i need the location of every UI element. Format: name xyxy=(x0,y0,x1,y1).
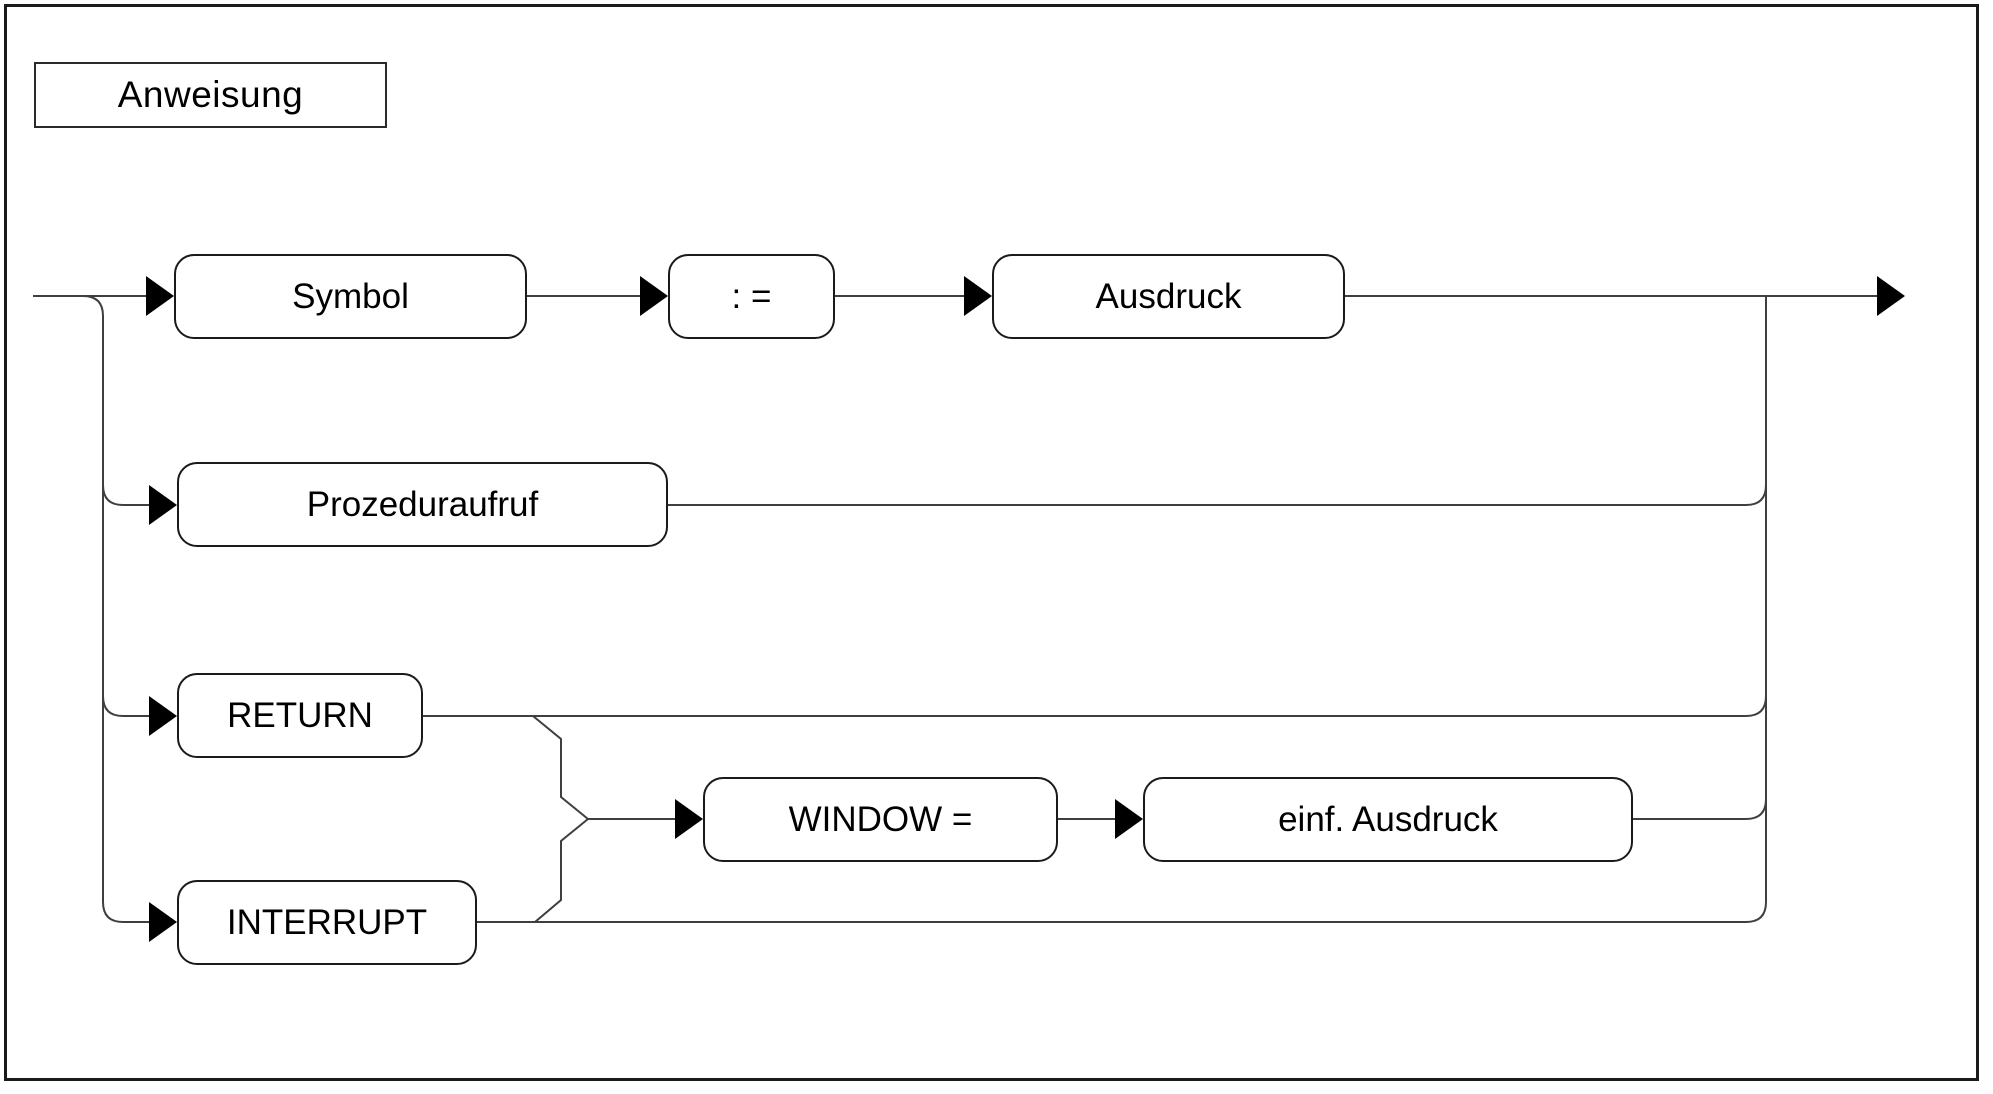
node-prozeduraufruf: Prozeduraufruf xyxy=(177,462,668,547)
node-einf-ausdruck: einf. Ausdruck xyxy=(1143,777,1633,862)
arrow-icon-return xyxy=(149,696,177,736)
node-symbol-label: Symbol xyxy=(292,276,409,316)
arrow-icon-ausdruck xyxy=(964,276,992,316)
bypass-prozeduraufruf xyxy=(668,484,1767,506)
node-prozeduraufruf-label: Prozeduraufruf xyxy=(306,484,539,524)
bypass-interrupt xyxy=(477,901,1767,923)
feed-prozeduraufruf xyxy=(102,484,149,506)
branch-fillet xyxy=(82,295,104,317)
node-ausdruck-label: Ausdruck xyxy=(1095,276,1242,316)
arrow-icon-interrupt xyxy=(149,902,177,942)
node-return: RETURN xyxy=(177,673,423,758)
node-window-assign: WINDOW = xyxy=(703,777,1058,862)
bypass-return xyxy=(423,695,1767,717)
arrow-icon-assign xyxy=(640,276,668,316)
arrow-icon-exit xyxy=(1877,276,1905,316)
bypass-einf-ausdruck xyxy=(1633,798,1767,820)
arrow-icon-symbol xyxy=(146,276,174,316)
outer-border xyxy=(4,4,1979,1081)
node-einf-ausdruck-label: einf. Ausdruck xyxy=(1278,799,1498,839)
arrow-icon-window xyxy=(675,799,703,839)
node-ausdruck: Ausdruck xyxy=(992,254,1345,339)
node-assign-label: : = xyxy=(731,276,772,316)
feed-return xyxy=(102,695,149,717)
merge-lower-diagonal xyxy=(534,818,589,923)
merge-upper-diagonal xyxy=(532,715,589,820)
node-assign-operator: : = xyxy=(668,254,835,339)
node-window-label: WINDOW = xyxy=(788,799,973,839)
arrow-icon-einf-ausdruck xyxy=(1115,799,1143,839)
node-symbol: Symbol xyxy=(174,254,527,339)
node-interrupt-label: INTERRUPT xyxy=(226,902,428,942)
diagram-title: Anweisung xyxy=(117,74,304,115)
node-interrupt: INTERRUPT xyxy=(177,880,477,965)
arrow-icon-prozeduraufruf xyxy=(149,485,177,525)
title-box: Anweisung xyxy=(34,62,387,128)
feed-interrupt xyxy=(102,901,149,923)
node-return-label: RETURN xyxy=(227,695,373,735)
